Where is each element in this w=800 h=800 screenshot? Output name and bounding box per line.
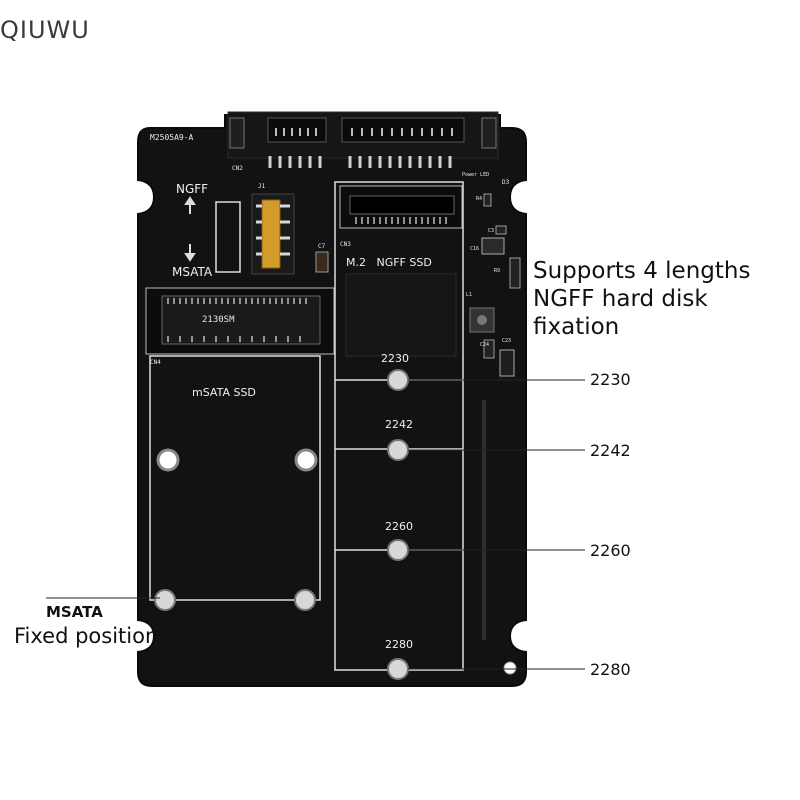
- m2-slot-title: M.2 NGFF SSD: [346, 256, 432, 269]
- m2-size-label-2242: 2242: [385, 418, 413, 431]
- lengths-callout-line2: NGFF hard disk fixation: [533, 286, 708, 340]
- m2-slot-connector: [339, 185, 463, 229]
- callout-size-2280: 2280: [590, 660, 631, 679]
- msata-callout-subtitle: Fixed position: [14, 624, 159, 648]
- msata-upper-right-hole-icon: [294, 448, 318, 472]
- screw-hole-2230-icon: [387, 369, 409, 391]
- capacitor-c7: [315, 251, 329, 273]
- c23-label: C23: [502, 338, 511, 344]
- pcb-board: [137, 114, 527, 687]
- callout-size-2260: 2260: [590, 541, 631, 560]
- connector-marking: 2130SM: [202, 315, 235, 325]
- c3-label: C3: [488, 228, 494, 234]
- callout-lines: [46, 379, 585, 670]
- c16-label: C16: [470, 246, 479, 252]
- msata-card-outline: [149, 355, 321, 601]
- lengths-callout-line1: Supports 4 lengths: [533, 258, 751, 284]
- ngff-selector-label: NGFF: [176, 182, 208, 196]
- callout-size-2242: 2242: [590, 441, 631, 460]
- msata-upper-left-hole-icon: [156, 448, 180, 472]
- screw-hole-2280-icon: [387, 658, 409, 680]
- arrow-down-icon: [184, 244, 196, 262]
- m2-size-label-2230: 2230: [381, 352, 409, 365]
- m2-size-label-2280: 2280: [385, 638, 413, 651]
- msata-right-screw-icon: [294, 589, 316, 611]
- msata-slot-connector: [145, 287, 335, 355]
- corner-hole-icon: [503, 661, 517, 675]
- brand-watermark: QIUWU: [0, 16, 90, 44]
- power-led-label: Power LED: [462, 172, 489, 178]
- msata-selector-label: MSATA: [172, 265, 213, 279]
- d3-label: D3: [502, 179, 510, 186]
- j1-label: J1: [258, 183, 266, 190]
- callout-size-2230: 2230: [590, 370, 631, 389]
- msata-callout-title: MSATA: [46, 603, 103, 621]
- m2-chip-area: [345, 273, 457, 357]
- c7-label: C7: [318, 243, 326, 250]
- msata-left-screw-icon: [154, 589, 176, 611]
- switch-outline: [215, 201, 241, 273]
- msata-slot-title: mSATA SSD: [192, 386, 256, 399]
- l1-label: L1: [466, 292, 472, 298]
- cn3-label: CN3: [340, 241, 351, 248]
- screw-hole-2242-icon: [387, 439, 409, 461]
- m2-size-label-2260: 2260: [385, 520, 413, 533]
- arrow-up-icon: [184, 196, 196, 214]
- sata-connector: [227, 111, 499, 168]
- cn2-label: CN2: [232, 165, 243, 172]
- r4-label: R4: [476, 196, 482, 202]
- smd-components: [469, 193, 521, 377]
- cn4-label: CN4: [150, 359, 161, 366]
- screw-hole-2260-icon: [387, 539, 409, 561]
- r9-label: R9: [494, 268, 500, 274]
- c24-label: C24: [480, 342, 489, 348]
- jumper-switch: [251, 193, 295, 275]
- model-code-text: M2505A9-A: [150, 133, 194, 142]
